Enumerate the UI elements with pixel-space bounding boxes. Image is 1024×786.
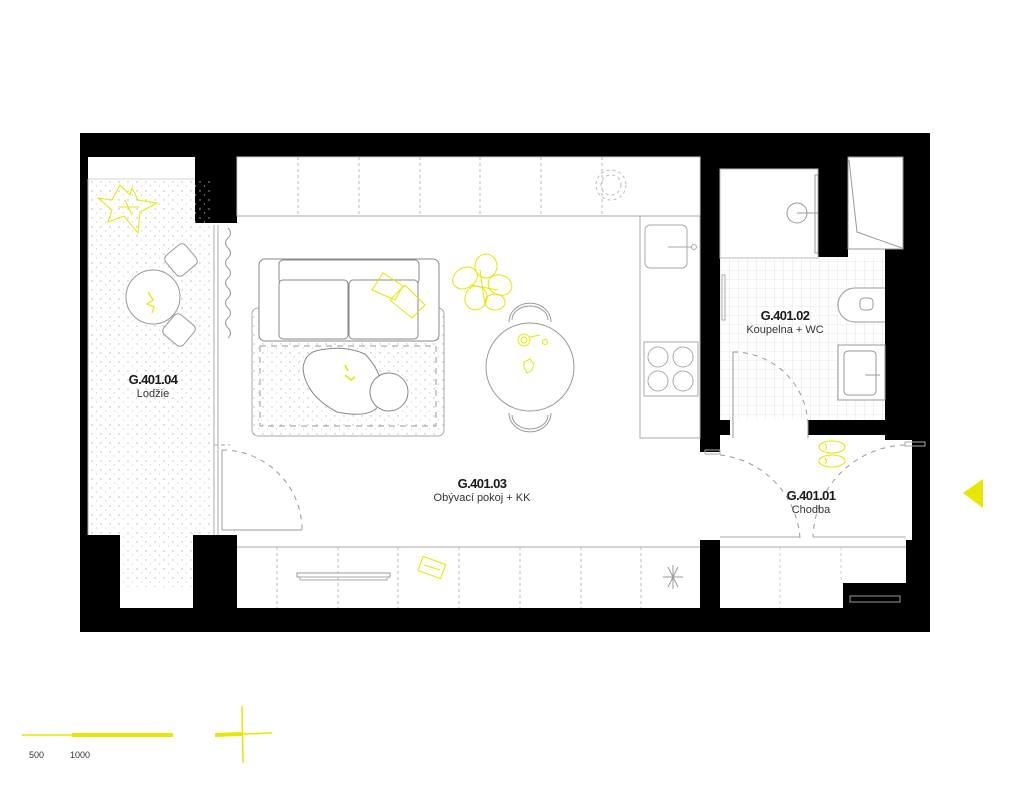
- scale-label-1000: 1000: [70, 750, 91, 760]
- coffee-table: [302, 347, 409, 415]
- scale-label-500: 500: [29, 750, 45, 760]
- shelf-icon: [296, 572, 391, 578]
- kitchen-counter: [639, 215, 701, 439]
- room-label-bathroom: G.401.02 Koupelna + WC: [746, 308, 823, 337]
- shower-icon: [786, 174, 819, 254]
- light-fixture-icon: [663, 565, 683, 589]
- room-name: Koupelna + WC: [746, 324, 824, 336]
- room-name: Obývací pokoj + KK: [433, 492, 531, 504]
- hallway: [704, 441, 926, 608]
- living-door: [221, 449, 303, 531]
- bathroom: [719, 156, 904, 438]
- room-name: Chodba: [791, 504, 831, 516]
- north-cross-icon: [214, 705, 273, 764]
- washbasin-icon: [837, 344, 886, 401]
- living-lower-strip: [237, 546, 700, 608]
- cooktop-icon: [643, 341, 699, 397]
- loggia-table: [125, 243, 198, 347]
- bathtub-icon: [847, 156, 904, 250]
- loggia-window: [213, 225, 231, 535]
- room-code: G.401.04: [128, 372, 178, 387]
- cushion-icon: [371, 272, 426, 319]
- plant-icon: [452, 253, 513, 311]
- loggia-floor: [88, 179, 213, 535]
- book-icon: [417, 555, 447, 580]
- room-code: G.401.02: [760, 308, 810, 323]
- tableware-icon: [517, 333, 548, 374]
- toilet-icon: [837, 287, 885, 323]
- room-code: G.401.03: [457, 476, 507, 491]
- dining-table: [485, 302, 575, 433]
- room-label-hallway: G.401.01 Chodba: [787, 488, 836, 517]
- living-upper-strip: [236, 156, 701, 217]
- room-label-loggia: G.401.04 Lodžie: [129, 372, 178, 401]
- room-name: Lodžie: [136, 388, 170, 400]
- slippers-icon: [818, 440, 846, 468]
- entrance-arrow-icon: [963, 479, 983, 508]
- glasses-icon: [344, 364, 356, 381]
- room-label-living: G.401.03 Obývací pokoj + KK: [434, 476, 531, 505]
- sofa-icon: [258, 258, 440, 342]
- loggia-plant-icon: [96, 184, 159, 314]
- room-code: G.401.01: [786, 488, 836, 503]
- bathroom-door: [732, 351, 809, 438]
- walls: [80, 133, 930, 632]
